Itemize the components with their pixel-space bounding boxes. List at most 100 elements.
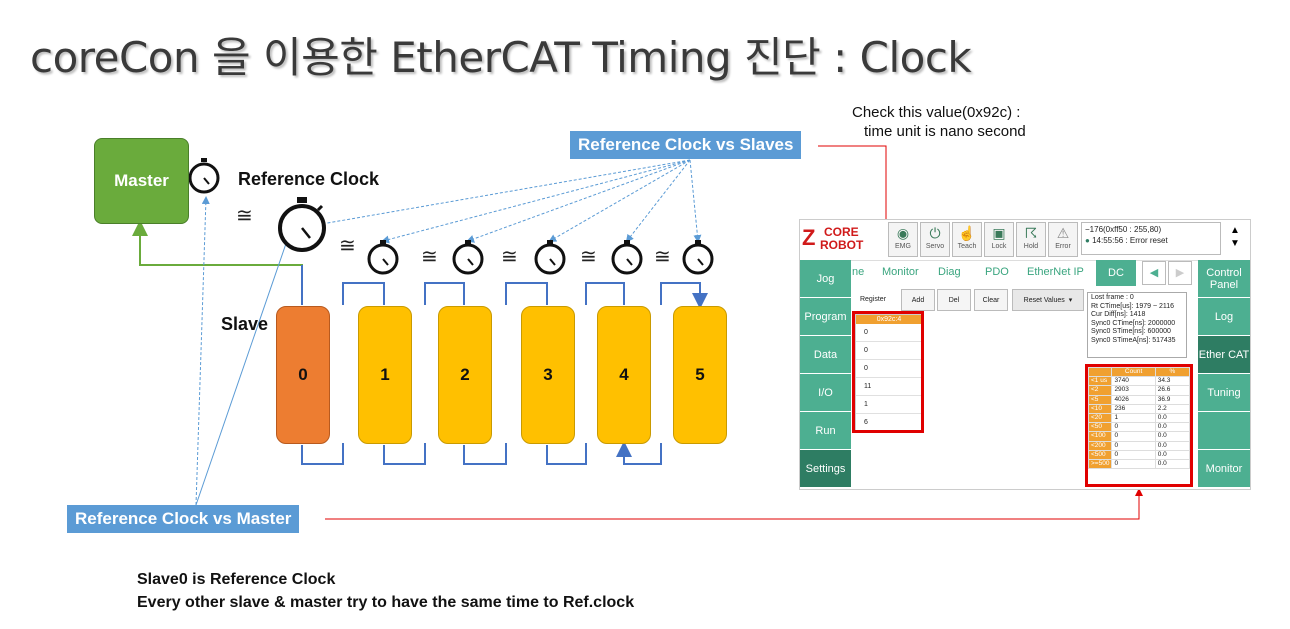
nav-tuning[interactable]: Tuning [1198,374,1250,413]
nav-jog[interactable]: Jog [800,260,851,299]
page-title: coreCon 을 이용한 EtherCAT Timing 진단 : Clock [30,33,972,82]
tab-partial[interactable]: ne [852,266,865,278]
hold-button[interactable]: ☈Hold [1016,222,1046,257]
register-label: Register [859,295,887,303]
error-button[interactable]: ⚠Error [1048,222,1078,257]
check-note-line1: Check this value(0x92c) : [852,104,1021,121]
nav-data[interactable]: Data [800,336,851,375]
add-button[interactable]: Add [901,289,935,311]
nav-settings[interactable]: Settings [800,450,851,489]
chain-arrows-top [383,290,700,305]
app-toolbar: Z CORE ROBOT ◉EMG ⏻Servo ☝Teach ▣Lock ☈H… [800,220,1250,261]
slave-box-5: 5 [673,306,727,444]
power-icon: ⏻ [929,225,941,241]
nav-empty[interactable] [1198,412,1250,451]
chain-bottom-line [301,443,662,465]
warning-icon: ⚠ [1056,225,1070,241]
stopwatch-reference-icon [278,197,326,252]
emg-icon: ◉ [896,225,910,241]
dropdown-arrow-icon: ▾ [1068,297,1073,304]
tab-bar: ne Monitor Diag PDO EtherNet IP DC ◀ ▶ [852,260,1197,286]
approx-symbol: ≅ [339,235,356,257]
register-highlight-box [852,311,924,433]
nav-run[interactable]: Run [800,412,851,451]
tab-pdo[interactable]: PDO [985,266,1009,278]
ref-vs-slaves-label: Reference Clock vs Slaves [570,131,802,159]
slave-box-2: 2 [438,306,492,444]
list-item[interactable]: 0 [856,324,922,342]
arrow-down-icon[interactable]: ▼ [1230,238,1240,249]
lock-icon: ▣ [992,225,1006,241]
nav-io[interactable]: I/O [800,374,851,413]
stopwatch-slave4-icon [611,240,643,275]
ref-vs-master-line-refclock [195,230,292,506]
approx-symbol: ≅ [654,246,671,268]
nav-program[interactable]: Program [800,298,851,337]
list-item[interactable]: 11 [856,378,922,396]
approx-symbol: ≅ [580,246,597,268]
stopwatch-master-icon [188,158,220,194]
hand-icon: ☝ [958,225,976,241]
tab-next-icon[interactable]: ▶ [1168,261,1192,285]
reference-clock-label: Reference Clock [238,169,380,189]
tab-diag[interactable]: Diag [938,266,961,278]
tab-ethernet-ip[interactable]: EtherNet IP [1027,266,1084,278]
slave-box-3: 3 [521,306,575,444]
status-panel: −176(0xff50 : 255,80) ● 14:55:56 : Error… [1081,222,1221,255]
register-header: 0x92c:4 [856,315,922,324]
approx-symbol: ≅ [421,246,438,268]
slave-label: Slave [221,314,269,334]
nav-control-panel[interactable]: Control Panel [1198,260,1250,299]
clear-button[interactable]: Clear [974,289,1008,311]
arrow-up-icon[interactable]: ▲ [1230,225,1240,236]
lock-button[interactable]: ▣Lock [984,222,1014,257]
slave-box-1: 1 [358,306,412,444]
count-highlight-box [1085,364,1193,487]
approx-symbol: ≅ [236,205,253,227]
approx-symbol: ≅ [501,246,518,268]
running-icon: ☈ [1024,225,1038,241]
nav-log[interactable]: Log [1198,298,1250,337]
stopwatch-slave2-icon [452,240,484,275]
nav-ethercat[interactable]: Ether CAT [1198,336,1250,375]
master-to-slave0-line [132,220,303,305]
tab-monitor[interactable]: Monitor [882,266,919,278]
list-item[interactable]: 1 [856,396,922,414]
dc-info-panel: Lost frame : 0 Rt CTime[us]: 1979 ~ 2116… [1087,292,1187,358]
tab-dc[interactable]: DC [1096,260,1136,286]
teach-button[interactable]: ☝Teach [952,222,982,257]
stopwatch-slave5-icon [682,240,714,275]
status-line1: −176(0xff50 : 255,80) [1085,225,1162,234]
slave-box-4: 4 [597,306,651,444]
chain-top-line [301,265,701,305]
nav-monitor[interactable]: Monitor [1198,450,1250,489]
servo-button[interactable]: ⏻Servo [920,222,950,257]
stopwatch-slave1-icon [367,240,399,275]
ref-vs-master-line-master [195,196,210,506]
chain-arrows-bottom [301,445,624,458]
ref-vs-slaves-lines [314,159,702,244]
tab-prev-icon[interactable]: ◀ [1142,261,1166,285]
stopwatch-slave3-icon [534,240,566,275]
status-scroll[interactable]: ▲▼ [1225,224,1245,254]
corerobot-logo: Z CORE ROBOT [802,224,882,254]
master-red-line [325,488,1143,520]
corecon-app-screenshot: Z CORE ROBOT ◉EMG ⏻Servo ☝Teach ▣Lock ☈H… [799,219,1251,490]
logo-text-line2: ROBOT [820,238,864,252]
logo-mark-icon: Z [802,225,816,250]
list-item[interactable]: 0 [856,342,922,360]
ref-vs-master-label: Reference Clock vs Master [67,505,300,533]
footer-line1: Slave0 is Reference Clock [137,571,336,588]
logo-text-line1: CORE [824,225,859,239]
list-item[interactable]: 0 [856,360,922,378]
check-note-line2: time unit is nano second [864,123,1026,140]
slave-box-0: 0 [276,306,330,444]
emg-button[interactable]: ◉EMG [888,222,918,257]
status-line2: 14:55:56 : Error reset [1092,236,1168,245]
reset-values-dropdown[interactable]: Reset Values▾ [1012,289,1084,311]
del-button[interactable]: Del [937,289,971,311]
master-box: Master [94,138,189,224]
